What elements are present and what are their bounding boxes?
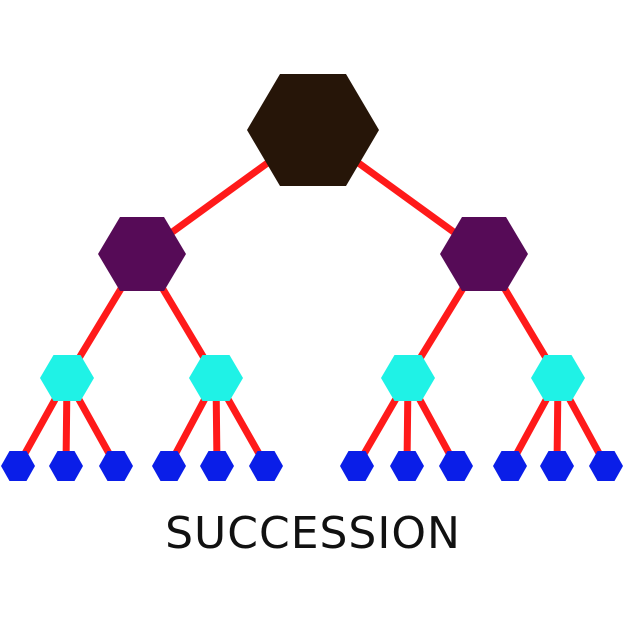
member-node-12 (589, 451, 623, 481)
manager-node-1 (98, 217, 186, 291)
member-node-9 (439, 451, 473, 481)
root-node-1 (247, 74, 379, 186)
team-lead-node-1 (40, 355, 94, 401)
member-node-10 (493, 451, 527, 481)
member-node-7 (340, 451, 374, 481)
member-node-11 (540, 451, 574, 481)
team-lead-node-3 (381, 355, 435, 401)
member-node-3 (99, 451, 133, 481)
member-node-4 (152, 451, 186, 481)
member-node-8 (390, 451, 424, 481)
manager-node-2 (440, 217, 528, 291)
team-lead-node-2 (189, 355, 243, 401)
tree-nodes (1, 74, 623, 481)
diagram-title: SUCCESSION (165, 508, 461, 559)
member-node-1 (1, 451, 35, 481)
member-node-5 (200, 451, 234, 481)
member-node-6 (249, 451, 283, 481)
team-lead-node-4 (531, 355, 585, 401)
member-node-2 (49, 451, 83, 481)
